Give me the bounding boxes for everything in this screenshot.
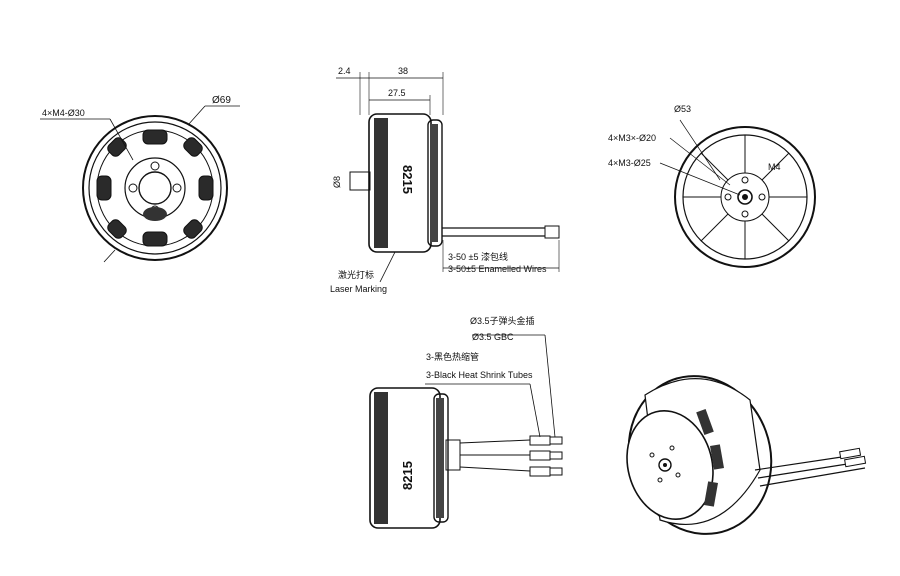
iso-front-face bbox=[626, 409, 714, 521]
tube-label-cn: 3-黑色热缩管 bbox=[426, 351, 479, 362]
rear-spokes bbox=[683, 135, 807, 259]
gbc-label-cn: Ø3.5子弹头金插 bbox=[470, 315, 535, 326]
wire-bundle bbox=[445, 435, 563, 477]
dim-38-label: 38 bbox=[398, 66, 408, 76]
front-outer-rim bbox=[82, 115, 228, 261]
front-mount-hole bbox=[128, 183, 138, 193]
dim-27-5-label: 27.5 bbox=[388, 88, 406, 98]
front-shaft-boss bbox=[138, 171, 172, 205]
front-mount-hole bbox=[172, 183, 182, 193]
mount-dimension-label: 4×M4-Ø30 bbox=[42, 108, 85, 118]
side-shaft bbox=[349, 171, 371, 191]
isometric-view bbox=[626, 375, 867, 535]
wire-view: 8215 Ø3.5子弹头金插 Ø3.5 GBC 3-黑色热缩管 3-Black … bbox=[369, 315, 563, 529]
m3-25-label: 4×M3-Ø25 bbox=[608, 158, 651, 168]
gbc-label-en: Ø3.5 GBC bbox=[472, 332, 514, 342]
rear-shaft bbox=[737, 189, 753, 205]
wire-view-model-text: 8215 bbox=[400, 461, 415, 490]
rear-outer-rim bbox=[674, 126, 816, 268]
front-inner-rim bbox=[88, 121, 222, 255]
dim-2-4-label: 2.4 bbox=[338, 66, 351, 76]
iso-wire bbox=[754, 454, 856, 471]
laser-label-en: Laser Marking bbox=[330, 284, 387, 294]
front-logo-boss bbox=[143, 207, 167, 221]
wire-label-en: 3-50±5 Enamelled Wires bbox=[448, 264, 547, 274]
side-model-text: 8215 bbox=[400, 165, 415, 194]
dia-53-label: Ø53 bbox=[674, 104, 691, 114]
iso-fins bbox=[696, 409, 725, 507]
side-stator-fins bbox=[374, 118, 388, 248]
rear-view: Ø53 4×M3×-Ø20 4×M3-Ø25 M4 bbox=[608, 104, 816, 268]
front-vent-pockets bbox=[96, 129, 214, 247]
side-connector bbox=[544, 225, 560, 239]
tube-label-en: 3-Black Heat Shrink Tubes bbox=[426, 370, 533, 380]
side-view: 2.4 38 27.5 Ø8 8215 3-50 ±5 漆包线 3-50±5 E… bbox=[330, 66, 560, 294]
side-rear-cap bbox=[427, 119, 443, 247]
laser-label-cn: 激光打标 bbox=[338, 269, 374, 280]
m3-20-label: 4×M3×-Ø20 bbox=[608, 133, 656, 143]
diameter-label: Ø69 bbox=[212, 95, 231, 106]
m4-label: M4 bbox=[768, 162, 781, 172]
front-view: 4×M4-Ø30 Ø69 bbox=[40, 95, 240, 263]
wire-label-cn: 3-50 ±5 漆包线 bbox=[448, 251, 508, 262]
front-mount-hole bbox=[150, 161, 160, 171]
shaft-dim-label: Ø8 bbox=[332, 176, 342, 188]
